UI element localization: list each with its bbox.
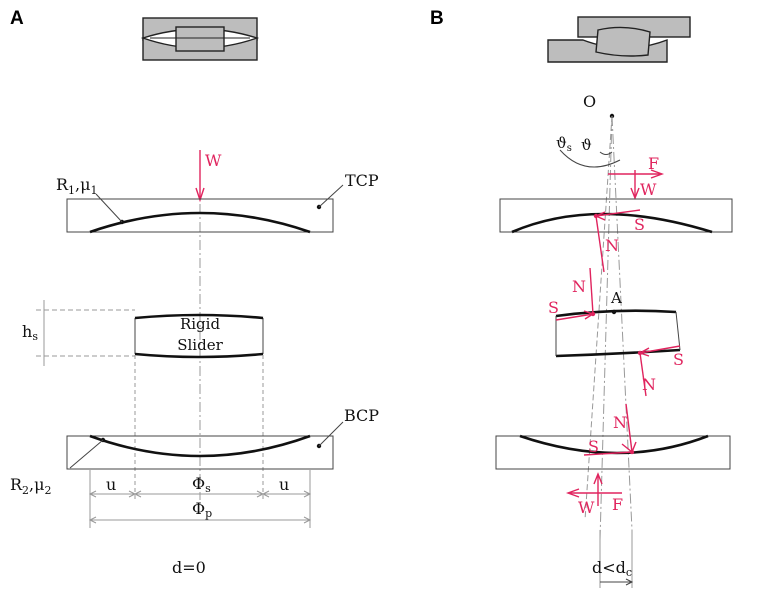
panel-a-height-dimension [36, 300, 135, 366]
panel-a-load-label: W [205, 151, 222, 170]
panel-b-top-load-arrows [608, 169, 665, 200]
panel-a-bottom-concave-surface [89, 434, 311, 458]
panel-b-vertical-axis [611, 115, 633, 531]
panel-b-origin-label: O [583, 92, 596, 111]
panel-a-top-concave-surface [89, 211, 311, 234]
panel-a-rigid-slider [134, 313, 264, 359]
panel-b-slider-n-right-label: N [642, 375, 656, 394]
panel-b-displacement-dimension [599, 530, 634, 588]
panel-a-gap-left-label: u [106, 475, 116, 494]
panel-b-top-plate [499, 198, 733, 233]
panel-b-point-a [611, 309, 617, 315]
panel-b-bottom-plate [495, 435, 731, 470]
panel-a-thumbnail [140, 17, 260, 61]
panel-b-label: B [430, 8, 444, 29]
panel-b-bottom-concave-surface [519, 434, 709, 455]
panel-b-slider-s-left-label: S [548, 298, 559, 317]
panel-b-top-w-label: W [640, 180, 657, 199]
panel-b-top-n-label: N [605, 236, 619, 255]
panel-b-top-concave-surface [511, 212, 713, 234]
slider-label-line1: Rigid [180, 315, 220, 333]
panel-a-label: A [10, 8, 24, 29]
panel-a-slider-diameter-label: Φs [192, 474, 211, 495]
panel-b-thumbnail [547, 16, 691, 63]
panel-b-slider-forces [555, 267, 681, 397]
panel-a-gap-right-label: u [279, 475, 289, 494]
panel-b-theta-label: ϑ [581, 136, 592, 154]
panel-a-top-plate [66, 198, 334, 233]
panel-b-bottom-n-label: N [613, 413, 627, 432]
panel-b-bottom-w-label: W [578, 498, 595, 517]
panel-b-point-a-label: A [610, 289, 622, 307]
panel-a-bottom-plate [66, 435, 334, 470]
panel-a-plate-diameter-label: Φp [192, 499, 212, 520]
panel-b-top-f-label: F [648, 154, 659, 173]
panel-b-bottom-s-label: S [588, 437, 599, 456]
panel-b-bottom-f-label: F [612, 495, 623, 514]
panel-b-slider-s-right-label: S [673, 350, 684, 369]
panel-a-load-arrow [195, 150, 205, 203]
panel-b-slider-axis [599, 115, 613, 541]
panel-b-top-contact-forces [594, 209, 641, 273]
panel-a-bcp-label: BCP [344, 406, 379, 425]
slider-label-line2: Slider [177, 336, 223, 354]
panel-b-theta-s-label: ϑs [556, 134, 572, 154]
panel-a-height-label: hs [22, 322, 38, 343]
panel-b-top-s-label: S [634, 215, 645, 234]
panel-b-slider-n-left-label: N [572, 277, 586, 296]
panel-a-r2-label: R2,μ2 [10, 475, 52, 497]
panel-a-diameter-dimensions [88, 470, 312, 528]
panel-a-displacement-label: d=0 [172, 558, 206, 577]
panel-b-bottom-contact-forces [583, 403, 637, 456]
panel-b-radial-line [584, 115, 613, 521]
panel-b-displacement-label: d<dc [592, 558, 632, 579]
panel-a-r1-label: R1,μ1 [56, 175, 98, 197]
panel-a-tcp-label: TCP [345, 171, 379, 190]
panel-b-bottom-load-arrows [565, 472, 622, 506]
